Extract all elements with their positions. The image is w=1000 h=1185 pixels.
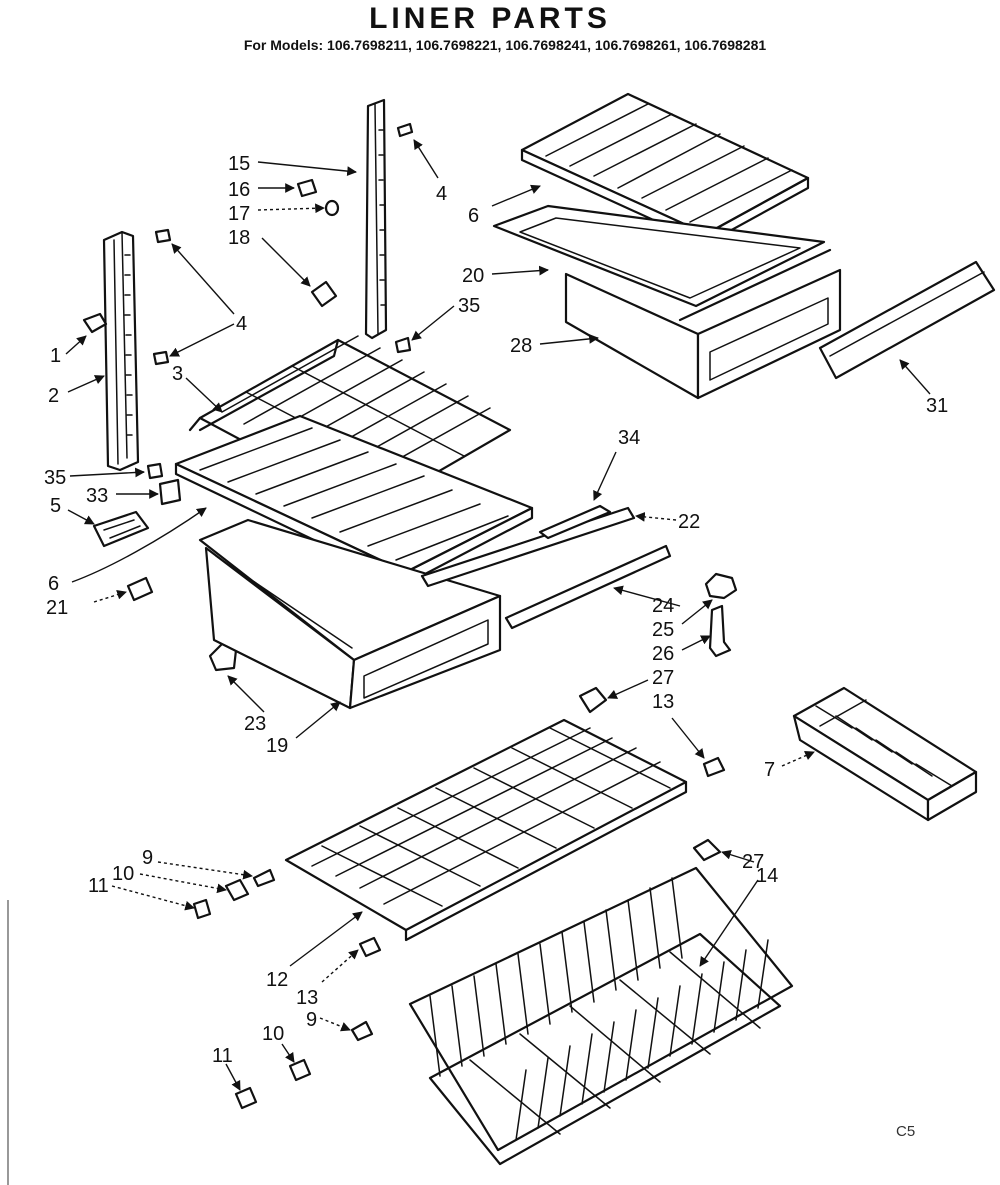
callout-25: 25 [652,619,674,641]
callout-13a: 13 [652,691,674,713]
callout-2: 2 [48,385,59,407]
callout-17: 17 [228,203,250,225]
diagram-subtitle: For Models: 106.7698211, 106.7698221, 10… [244,37,767,53]
callout-19: 19 [266,735,288,757]
center-crisper-drawer [198,518,502,710]
trim-strip [818,260,996,380]
callout-16: 16 [228,179,250,201]
ice-cube-tray [792,686,978,822]
callout-13b: 13 [296,987,318,1009]
callout-9b: 9 [306,1009,317,1031]
lower-wire-shelf [284,718,688,942]
callout-22: 22 [678,511,700,533]
callout-11b: 11 [212,1045,233,1067]
callout-7: 7 [764,759,775,781]
callout-35b: 35 [44,467,66,489]
callout-15: 15 [228,153,250,175]
callout-4a: 4 [436,183,447,205]
callout-6a: 6 [468,205,479,227]
page-code: C5 [896,1123,915,1140]
callout-6b: 6 [48,573,59,595]
callout-21: 21 [46,597,68,619]
callout-9a: 9 [142,847,153,869]
callout-4b: 4 [236,313,247,335]
callout-24: 24 [652,595,674,617]
drawer-rails [420,504,672,630]
hardware-parts [82,122,738,1110]
callout-14: 14 [756,865,778,887]
callout-12: 12 [266,969,288,991]
callout-35a: 35 [458,295,480,317]
callout-33: 33 [86,485,108,507]
wire-basket [408,866,794,1166]
left-shelf-support [102,230,140,472]
leader-lines [65,139,931,1091]
callout-34: 34 [618,427,640,449]
callout-31: 31 [926,395,948,417]
callout-5: 5 [50,495,61,517]
callout-18: 18 [228,227,250,249]
callout-27a: 27 [652,667,674,689]
callout-27b: 27 [742,851,764,873]
center-shelf-support [364,98,388,340]
callout-1: 1 [50,345,61,367]
callout-11a: 11 [88,875,109,897]
upper-crisper-drawer [492,204,842,400]
callout-20: 20 [462,265,484,287]
callout-10a: 10 [112,863,134,885]
callout-26: 26 [652,643,674,665]
diagram-title: LINER PARTS [369,2,611,35]
callout-23: 23 [244,713,266,735]
callout-10b: 10 [262,1023,284,1045]
callout-28: 28 [510,335,532,357]
callout-labels: 1 2 3 4 4 5 6 6 7 9 9 10 10 11 11 12 13 … [44,153,948,1067]
callout-3: 3 [172,363,183,385]
